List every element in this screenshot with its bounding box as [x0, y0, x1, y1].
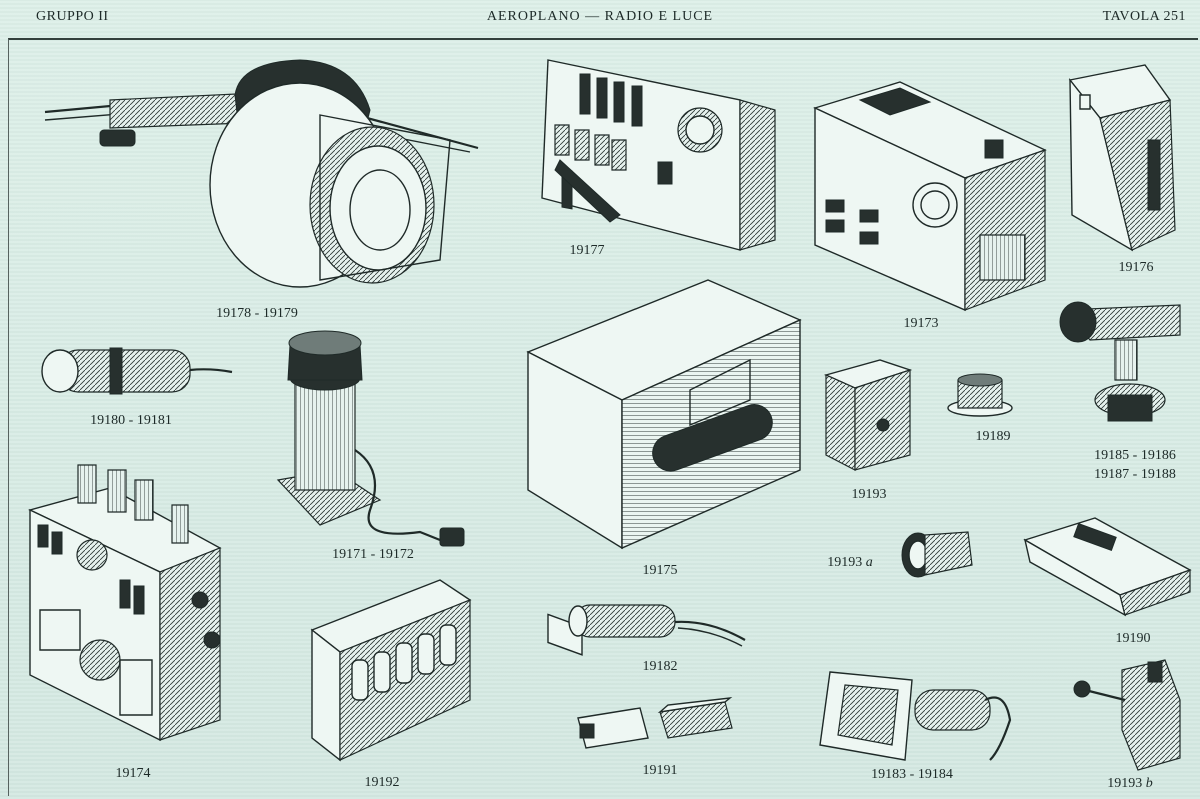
caption-19192: 19192 — [364, 775, 400, 790]
plate-number: TAVOLA 251 — [1102, 9, 1186, 24]
coil-unit-illustration — [278, 331, 464, 546]
spot-lamp-illustration — [1060, 302, 1180, 421]
group-label: GRUPPO II — [36, 9, 109, 24]
socket-illustration — [948, 374, 1012, 416]
rack-panel-illustration — [1070, 65, 1175, 250]
caption-19173: 19173 — [903, 316, 939, 331]
caption-19180-19181: 19180 - 19181 — [90, 413, 172, 428]
caption-19193b: 19193 b — [1107, 776, 1153, 791]
headlamp-illustration — [45, 60, 478, 287]
fuse-block-illustration — [312, 580, 470, 760]
plate-title: AEROPLANO — RADIO E LUCE — [486, 9, 714, 24]
landing-light-illustration — [820, 672, 1010, 760]
lamp-socket-a-illustration — [902, 532, 972, 577]
caption-19177: 19177 — [569, 243, 605, 258]
switch-panel-illustration — [542, 60, 775, 250]
caption-19185-19186: 19185 - 19186 — [1094, 448, 1176, 463]
caption-19176: 19176 — [1118, 260, 1154, 275]
caption-19171-19172: 19171 - 19172 — [332, 547, 414, 562]
caption-19187-19188: 19187 - 19188 — [1094, 467, 1176, 482]
relay-box-illustration — [826, 360, 910, 470]
caption-19191: 19191 — [642, 763, 678, 778]
toggle-switch-b-illustration — [1074, 660, 1180, 770]
junction-box-illustration — [1025, 518, 1190, 615]
caption-19183-19184: 19183 - 19184 — [871, 767, 953, 782]
caption-19189: 19189 — [975, 429, 1011, 444]
caption-19174: 19174 — [115, 766, 151, 781]
connector-pair-illustration — [578, 698, 732, 748]
caption-19193: 19193 — [851, 487, 887, 502]
cable-lamp-illustration — [569, 605, 745, 646]
small-lamp-illustration — [42, 348, 232, 394]
battery-case-illustration — [528, 280, 800, 655]
caption-19175: 19175 — [642, 563, 678, 578]
radio-set-illustration — [815, 82, 1045, 310]
caption-19178-19179: 19178 - 19179 — [216, 306, 298, 321]
caption-19190: 19190 — [1115, 631, 1151, 646]
caption-19182: 19182 — [642, 659, 678, 674]
caption-19193a: 19193 a — [827, 555, 873, 570]
plate-frame — [8, 38, 1198, 796]
control-box-illustration — [30, 465, 220, 740]
